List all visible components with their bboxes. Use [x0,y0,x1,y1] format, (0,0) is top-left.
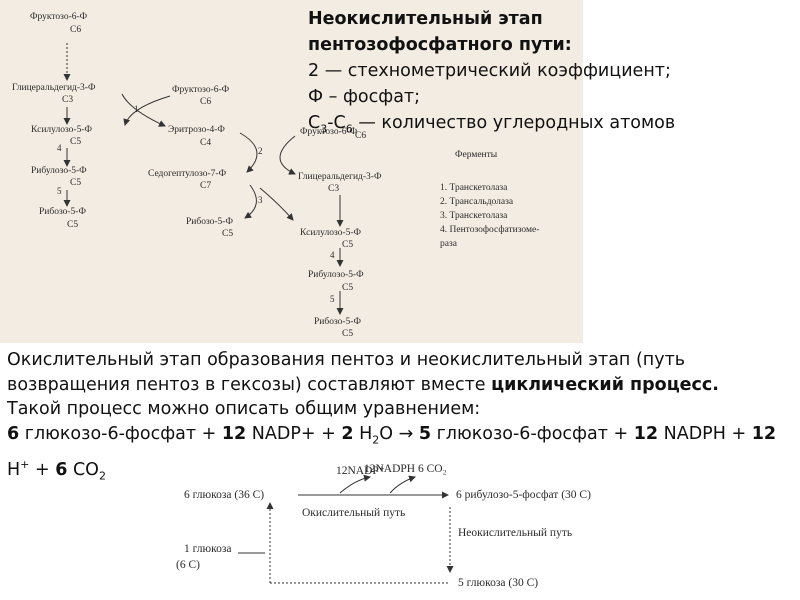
eq-text: CO [67,459,99,480]
subscript: 6 [345,122,353,136]
carbon-count: C5 [70,178,82,188]
enzyme-number: 5 [330,294,335,304]
nadph-arrow [389,475,416,494]
carbon-count: C6 [355,131,367,141]
coefficient: 6 [7,423,20,444]
nadph-label: 12NADPH 6 CO₂ [364,463,447,475]
paragraph-bold: циклический процесс. [491,374,719,395]
eq-text: NADPH + [658,423,752,444]
ribose5p-label: Рибозо-5-Ф [314,317,361,327]
nonoxidative-label: Неокислительный путь [458,527,573,539]
carbon-count: C5 [67,220,79,230]
erythrose4p-label: Эритрозо-4-Ф [168,125,225,135]
eq-text: + [29,459,56,480]
main-text: Окислительный этап образования пентоз и … [7,348,797,488]
xylulose5p-label: Ксилулозо-5-Ф [31,125,92,135]
enzyme-number: 1 [134,104,139,114]
ribulose5p-label: Рибулозо-5-Ф [31,166,87,176]
carbon-count: C5 [342,283,354,293]
enzyme-item: 3. Транскетолаза [440,211,508,221]
reaction-3-curve [259,187,294,221]
superscript: + [20,457,30,471]
title-line: пентозофосфатного пути: [308,35,572,55]
glucose1-label: 1 глюкоза [184,543,232,555]
enzymes-title: Ферменты [455,150,498,160]
enzyme-number: 4 [330,250,335,260]
legend-text: — количество углеродных атомов [352,113,676,133]
ribulose-label: 6 рибулозо-5-фосфат (30 С) [456,489,591,501]
carbon-count: C5 [342,329,354,339]
glyceraldehyde3p-label: Глицеральдегид-3-Ф [12,83,96,93]
glyceraldehyde3p-label: Глицеральдегид-3-Ф [298,172,382,182]
paragraph: Окислительный этап образования пентоз и … [7,348,797,397]
legend-text: -C [327,113,346,133]
xylulose5p-label: Ксилулозо-5-Ф [300,228,361,238]
subscript: 2 [372,433,380,446]
fructose6p-label: Фруктозо-6-Ф [300,127,358,137]
carbon-count: C4 [200,138,212,148]
legend-line: Ф – фосфат; [308,87,421,107]
enzyme-item: раза [440,239,457,249]
eq-text: H [353,423,373,444]
reaction-1-curve [121,93,166,127]
eq-text: O → [379,423,419,444]
eq-text: NADP+ + [246,423,342,444]
glucose5-label: 5 глюкоза (30 С) [458,577,539,589]
coefficient: 6 [55,459,68,480]
oxidative-label: Окислительный путь [302,507,406,519]
subscript: 2 [98,468,106,482]
subscript: 3 [320,122,328,136]
glucose6-label: 6 глюкоза (36 С) [184,489,265,501]
fructose6p-label: Фруктозо-6-Ф [30,12,88,22]
enzyme-number: 5 [57,186,62,196]
eq-text: H [7,459,21,480]
coefficient: 2 [341,423,354,444]
title-line: Неокислительный этап [308,9,543,29]
enzyme-number: 3 [258,195,263,205]
paragraph-text: Окислительный этап образования пентоз и … [7,350,686,395]
coefficient: 12 [633,423,659,444]
sedoheptulose7p-label: Седогептулозо-7-Ф [148,169,227,179]
ribose5p-label: Рибозо-5-Ф [39,207,86,217]
enzyme-item: 4. Пентозофосфатизоме- [440,225,540,235]
legend-line: 2 — стехнометрический коэффициент; [308,61,671,81]
reaction-2-curve [279,135,296,175]
legend-text: C [308,113,321,133]
ribulose5p-label: Рибулозо-5-Ф [308,270,364,280]
slide-title: Неокислительный этап пентозофосфатного п… [308,6,675,143]
glucose1-carbon: (6 С) [176,559,200,571]
legend-line: C3-C6 — количество углеродных атомов [308,110,675,143]
nadp-arrow [339,474,371,494]
coefficient: 12 [751,423,777,444]
carbon-count: C5 [70,137,82,147]
reaction-3-curve [244,184,257,219]
carbon-count: C5 [342,240,354,250]
paragraph: Такой процесс можно описать общим уравне… [7,399,481,419]
carbon-count: C6 [70,25,82,35]
nadp-label: 12NADP⁺ [336,465,385,477]
carbon-count: C3 [62,95,74,105]
enzyme-item: 1. Транскетолаза [440,183,508,193]
carbon-count: C3 [328,184,340,194]
coefficient: 12 [221,423,247,444]
fructose6p-label: Фруктозо-6-Ф [172,85,230,95]
enzyme-number: 4 [57,143,62,153]
carbon-count: C6 [200,97,212,107]
carbon-count: C7 [200,181,212,191]
enzyme-number: 2 [258,146,263,156]
eq-text: глюкозо-6-фосфат + [431,423,634,444]
equation: 6 глюкозо-6-фосфат + 12 NADP+ + 2 H2O → … [7,422,797,489]
enzyme-item: 2. Трансальдолаза [440,197,514,207]
eq-text: глюкозо-6-фосфат + [19,423,222,444]
reaction-1-curve [123,95,171,126]
carbon-count: C5 [222,229,234,239]
coefficient: 5 [418,423,432,444]
ribose5p-label: Рибозо-5-Ф [186,217,233,227]
reaction-2-curve [239,132,258,173]
